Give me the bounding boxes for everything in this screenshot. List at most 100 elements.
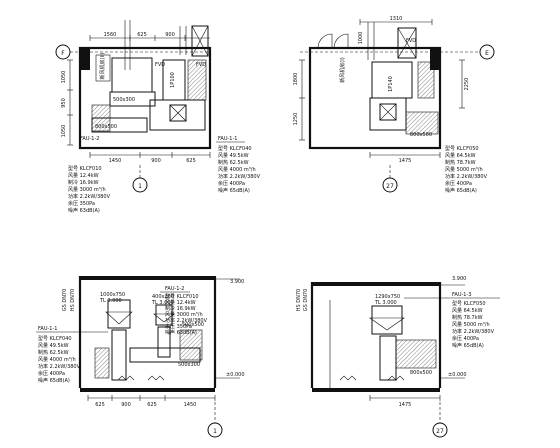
label-1p140: 1P140: [388, 76, 394, 92]
svg-text:风量 5000 m³/h: 风量 5000 m³/h: [452, 321, 490, 328]
elev-3900-s1: 3.900: [230, 279, 244, 285]
svg-text:功率 2.2kW/380V: 功率 2.2kW/380V: [452, 328, 495, 335]
tag-gs-dn70-s27: GS DN70: [303, 289, 309, 312]
svg-text:风量 4000 m³/h: 风量 4000 m³/h: [38, 356, 76, 363]
svg-text:风量 49.5kW: 风量 49.5kW: [218, 152, 249, 159]
dim-top-p27-2: 1000: [358, 32, 364, 45]
tag-fau-1-3-sect: FAU-1-3: [452, 292, 471, 298]
dim-s1-4: 1450: [184, 402, 197, 408]
plan-view-27: E 1310 1000 FVD 1800 1250 2250 新风机房(I): [293, 16, 495, 194]
plan-view-1: F 1560 625 900 1050 950 1050 新风机房(II): [55, 20, 261, 214]
room-name-plan27: 新风机房(I): [339, 57, 346, 82]
unit-fau-1-2-sect: [155, 304, 173, 326]
dim-left-1: 1050: [61, 71, 67, 84]
label-fvd-p27: FVD: [406, 38, 416, 44]
tag-gs-dn70: GS DN70: [62, 289, 68, 312]
svg-text:型号 KLCF040: 型号 KLCF040: [218, 145, 252, 152]
dim-left-p27-2: 1250: [293, 113, 299, 126]
svg-text:风量 3000 m³/h: 风量 3000 m³/h: [165, 311, 203, 318]
spec-list-plan1-b: 型号 KLCF040 风量 49.5kW 制热 62.5kW 风量 4000 m…: [218, 145, 261, 194]
view-bubble-27: [382, 177, 398, 193]
dim-s1-1: 625: [95, 402, 105, 408]
view-label-s1: 1: [213, 428, 217, 435]
duct-size-1000x750: 1000x750: [100, 292, 125, 298]
view-bubble-s1: [207, 422, 223, 438]
axis-label-e: E: [485, 50, 489, 57]
unit-fau-1-3-sect: [371, 305, 403, 335]
spec-list-plan27: 型号 KLCF050 风量 64.5kW 制热 78.7kW 风量 5000 m…: [445, 145, 488, 194]
svg-text:型号 KLCF010: 型号 KLCF010: [165, 293, 199, 300]
svg-text:型号 KLCF040: 型号 KLCF040: [38, 335, 72, 342]
svg-text:余压 400Pa: 余压 400Pa: [452, 335, 479, 342]
floor-elev-s1: ±0.000: [226, 372, 245, 378]
svg-text:功率 2.2kW/380V: 功率 2.2kW/380V: [165, 317, 208, 324]
dim-left-3: 1050: [61, 125, 67, 138]
floor-elev-s27: ±0.000: [448, 372, 467, 378]
view-bubble-s27: [432, 422, 448, 438]
dim-top-2: 625: [137, 32, 147, 38]
svg-text:风量 12.4kW: 风量 12.4kW: [68, 172, 99, 179]
svg-text:风量 5000 m³/h: 风量 5000 m³/h: [445, 166, 483, 173]
dim-left-p27-1: 1800: [293, 73, 299, 86]
section-view-1: 3.900 ±0.000 GS DN70 HS DN70 1000x750 TL…: [36, 276, 245, 438]
elev-3900-s27: 3.900: [452, 276, 466, 282]
dim-bot-3: 625: [186, 158, 196, 164]
dim-bot-2: 900: [151, 158, 161, 164]
spec-list-sect1-a: 型号 KLCF040 风量 49.5kW 制热 62.5kW 风量 4000 m…: [38, 335, 81, 384]
room-wall-plan27: [308, 46, 442, 150]
view-bubble-1: [132, 177, 148, 193]
tag-fau-1-2: FAU-1-2: [80, 136, 99, 142]
view-label-27: 27: [386, 183, 394, 190]
label-fvd-1: FVD: [155, 62, 165, 68]
tag-hs-dn70-s27: HS DN70: [296, 289, 302, 311]
svg-text:余压 350Pa: 余压 350Pa: [165, 323, 192, 330]
tag-fau-1-1-sect: FAU-1-1: [38, 326, 57, 332]
svg-text:功率 2.2kW/380V: 功率 2.2kW/380V: [218, 173, 261, 180]
label-800x500-p27: 800x500: [410, 132, 432, 138]
dim-800x500-s27: 800x500: [410, 370, 432, 376]
dim-s27-1: 1475: [399, 402, 412, 408]
svg-text:制热 78.7kW: 制热 78.7kW: [452, 314, 483, 321]
svg-text:噪声 65dB(A): 噪声 65dB(A): [218, 187, 250, 194]
view-label-s27: 27: [436, 428, 444, 435]
svg-text:风量 12.4kW: 风量 12.4kW: [165, 299, 196, 306]
svg-text:风量 64.5kW: 风量 64.5kW: [445, 152, 476, 159]
svg-text:噪声 63dB(A): 噪声 63dB(A): [165, 329, 197, 336]
svg-text:制热 62.5kW: 制热 62.5kW: [38, 349, 69, 356]
axis-bubble-e: [479, 44, 495, 60]
dim-bot-1: 1450: [109, 158, 122, 164]
svg-text:功率 2.2kW/380V: 功率 2.2kW/380V: [68, 193, 111, 200]
dim-bot-p27: 1475: [399, 158, 412, 164]
label-500x300: 500x300: [113, 97, 135, 103]
column-plan1: [80, 48, 90, 70]
svg-text:功率 2.2kW/380V: 功率 2.2kW/380V: [38, 363, 81, 370]
view-label-1: 1: [138, 183, 142, 190]
tl-3000-b: TL 3.000: [151, 300, 174, 306]
room-name-plan1: 新风机房(II): [99, 53, 106, 80]
svg-text:制冷 16.9kW: 制冷 16.9kW: [165, 305, 196, 312]
svg-text:噪声 63dB(A): 噪声 63dB(A): [68, 207, 100, 214]
svg-text:制热 62.5kW: 制热 62.5kW: [218, 159, 249, 166]
spec-list-sect27: 型号 KLCF050 风量 64.5kW 制热 78.7kW 风量 5000 m…: [452, 300, 495, 349]
svg-text:制热 78.7kW: 制热 78.7kW: [445, 159, 476, 166]
dim-top-p27-1: 1310: [390, 16, 403, 22]
svg-text:型号 KLCF050: 型号 KLCF050: [452, 300, 486, 307]
svg-text:噪声 65dB(A): 噪声 65dB(A): [452, 342, 484, 349]
svg-text:型号 KLCF010: 型号 KLCF010: [68, 165, 102, 172]
duct-size-1290x750: 1290x750: [375, 294, 400, 300]
dim-s1-3: 625: [147, 402, 157, 408]
svg-text:风量 64.5kW: 风量 64.5kW: [452, 307, 483, 314]
label-fvd-2: FVD: [196, 62, 206, 68]
svg-text:型号 KLCF050: 型号 KLCF050: [445, 145, 479, 152]
room-wall-plan1: [78, 46, 212, 150]
dim-left-2: 950: [61, 98, 67, 108]
tag-fau-1-1: FAU-1-1: [218, 136, 237, 142]
svg-text:余压 400Pa: 余压 400Pa: [38, 370, 65, 377]
dim-s1-2: 900: [121, 402, 131, 408]
tl-3000-a: TL 3.000: [99, 298, 122, 304]
svg-text:余压 400Pa: 余压 400Pa: [218, 180, 245, 187]
svg-text:风量 49.5kW: 风量 49.5kW: [38, 342, 69, 349]
unit-fau-1-2-plan: [111, 57, 153, 93]
tl-3000-s27: TL 3.000: [374, 300, 397, 306]
